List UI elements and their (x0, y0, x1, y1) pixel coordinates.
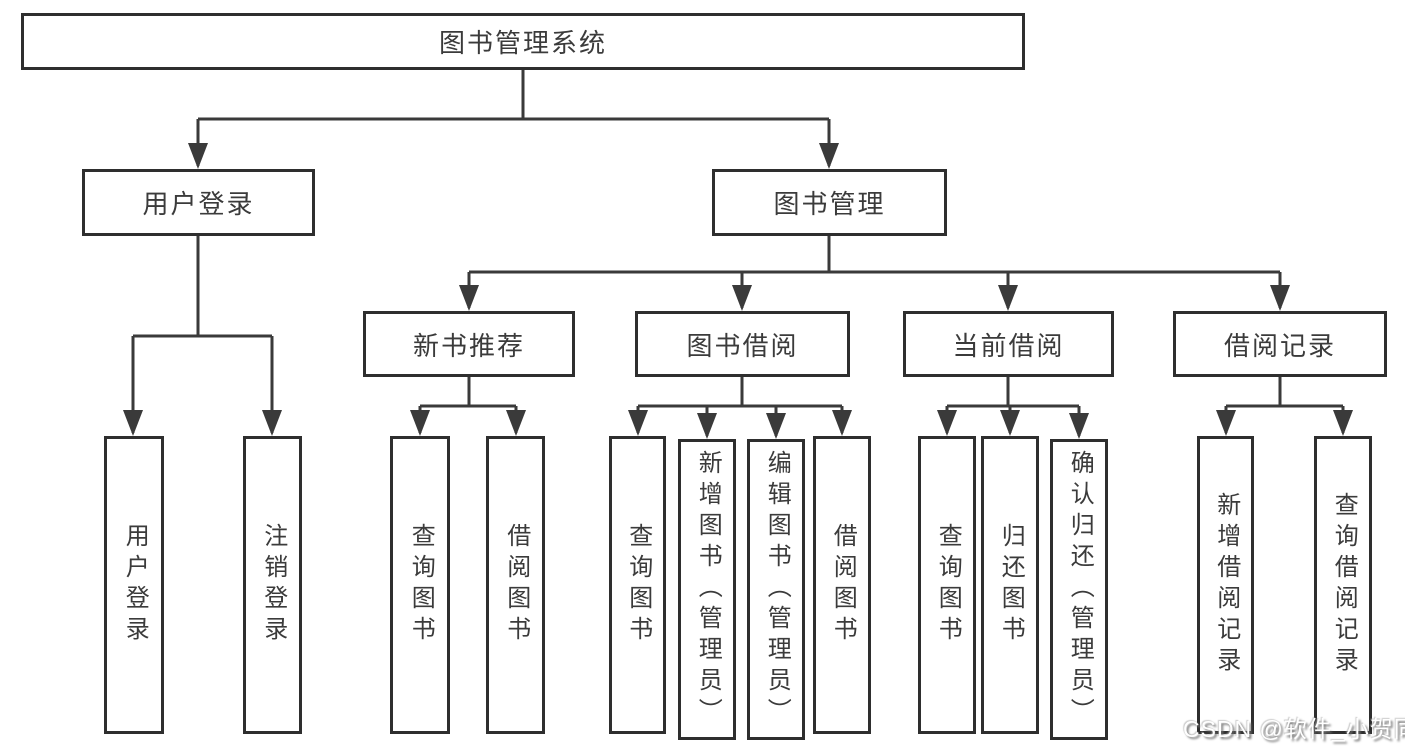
node-leaf-add-book-admin: 新增图书（管理员） (678, 439, 736, 740)
node-leaf-query-book-1: 查询图书 (390, 436, 450, 734)
node-current-borrow: 当前借阅 (903, 311, 1114, 377)
node-borrow-record: 借阅记录 (1173, 311, 1387, 377)
leaf-label: 查询图书 (624, 523, 652, 647)
leaf-label: 确认归还（管理员） (1066, 450, 1094, 729)
node-book-management: 图书管理 (712, 169, 947, 236)
leaf-label: 查询图书 (934, 523, 962, 647)
node-leaf-user-login: 用户登录 (104, 436, 164, 734)
node-leaf-borrow-book-2: 借阅图书 (813, 436, 871, 734)
node-leaf-query-book-2: 查询图书 (609, 436, 666, 734)
leaf-label: 归还图书 (997, 523, 1025, 647)
node-leaf-query-book-3: 查询图书 (918, 436, 976, 734)
leaf-label: 借阅图书 (829, 523, 857, 647)
node-leaf-add-borrow-record: 新增借阅记录 (1197, 436, 1254, 734)
node-leaf-return-book: 归还图书 (981, 436, 1039, 734)
leaf-label: 注销登录 (259, 523, 287, 647)
leaf-label: 查询借阅记录 (1330, 492, 1358, 678)
leaf-label: 用户登录 (121, 523, 149, 647)
node-user-login: 用户登录 (82, 169, 315, 236)
leaf-label: 查询图书 (407, 523, 435, 647)
node-leaf-edit-book-admin: 编辑图书（管理员） (747, 439, 805, 740)
leaf-label: 新增借阅记录 (1212, 492, 1240, 678)
node-book-borrow: 图书借阅 (635, 311, 850, 377)
node-leaf-borrow-book-1: 借阅图书 (486, 436, 545, 734)
node-new-book-recommend: 新书推荐 (363, 311, 575, 377)
node-leaf-query-borrow-record: 查询借阅记录 (1314, 436, 1372, 734)
node-leaf-logout: 注销登录 (243, 436, 302, 734)
csdn-watermark: CSDN @软件_小贺同学 (1183, 716, 1405, 742)
leaf-label: 借阅图书 (502, 523, 530, 647)
node-root-system: 图书管理系统 (21, 13, 1025, 70)
leaf-label: 编辑图书（管理员） (763, 450, 791, 729)
node-leaf-confirm-return-admin: 确认归还（管理员） (1050, 439, 1108, 740)
leaf-label: 新增图书（管理员） (694, 450, 722, 729)
